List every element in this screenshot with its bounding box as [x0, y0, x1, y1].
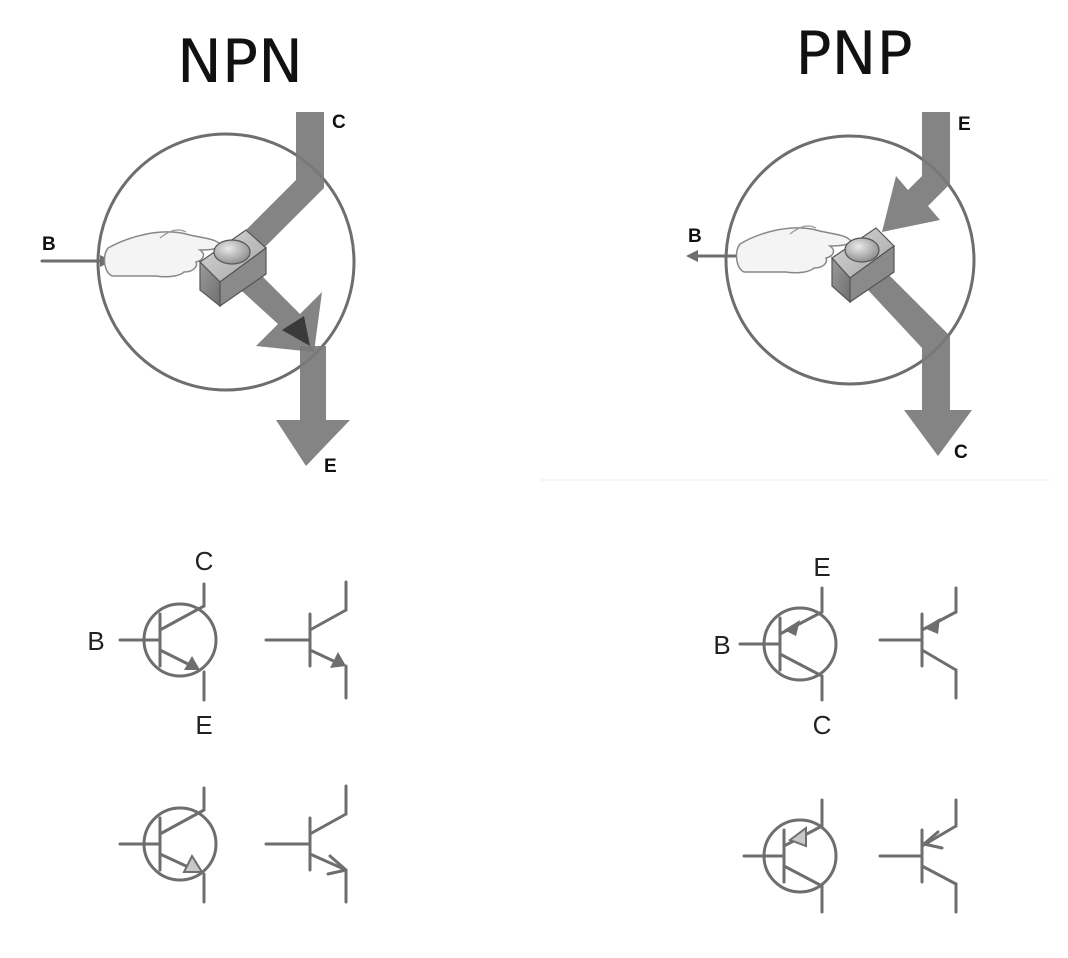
npn-symbol-circle-alt [118, 786, 218, 904]
npn-symbol-circle: C B E [87, 546, 218, 740]
pnp-analogy-collector-label: C [954, 442, 968, 463]
npn-title: NPN [177, 27, 303, 97]
npn-section: NPN C [40, 27, 356, 904]
npn-symbol-collector-label: C [195, 546, 214, 576]
pnp-collector-output-arrow [904, 410, 972, 456]
pnp-base-arrowhead [686, 250, 698, 262]
npn-collector-flow-arrow [226, 112, 324, 268]
pnp-section: PNP E B C [540, 19, 1050, 914]
hand-icon [735, 225, 852, 274]
npn-emitter-output-arrow [276, 346, 350, 466]
npn-symbol-bare-alt [264, 784, 348, 904]
pnp-analogy-base-label: B [688, 226, 702, 247]
npn-analogy-emitter-label: E [324, 456, 337, 477]
pnp-title: PNP [795, 19, 912, 89]
npn-analogy-illustration: C B E [40, 112, 356, 477]
pnp-symbol-circle: E B C [713, 552, 838, 740]
pnp-symbol-emitter-label: E [813, 552, 830, 582]
npn-analogy-base-label: B [42, 234, 56, 255]
push-button-icon [199, 229, 267, 308]
pnp-analogy-circle [724, 134, 976, 386]
pnp-symbol-base-label: B [713, 630, 730, 660]
pnp-symbol-bare [878, 586, 958, 700]
pnp-symbol-circle-alt [742, 798, 838, 914]
hand-icon [103, 229, 222, 278]
npn-symbol-emitter-label: E [195, 710, 212, 740]
pnp-analogy-emitter-label: E [958, 114, 971, 135]
pnp-collector-flow-arrow [868, 272, 950, 410]
npn-analogy-collector-label: C [332, 112, 346, 133]
pnp-symbol-bare-alt [878, 798, 958, 914]
pnp-analogy-illustration: E B C [686, 112, 976, 463]
pnp-emitter-flow-arrow [882, 112, 950, 232]
npn-symbol-base-label: B [87, 626, 104, 656]
push-button-icon [831, 227, 895, 304]
npn-symbol-bare [264, 580, 348, 700]
pnp-symbol-collector-label: C [813, 710, 832, 740]
